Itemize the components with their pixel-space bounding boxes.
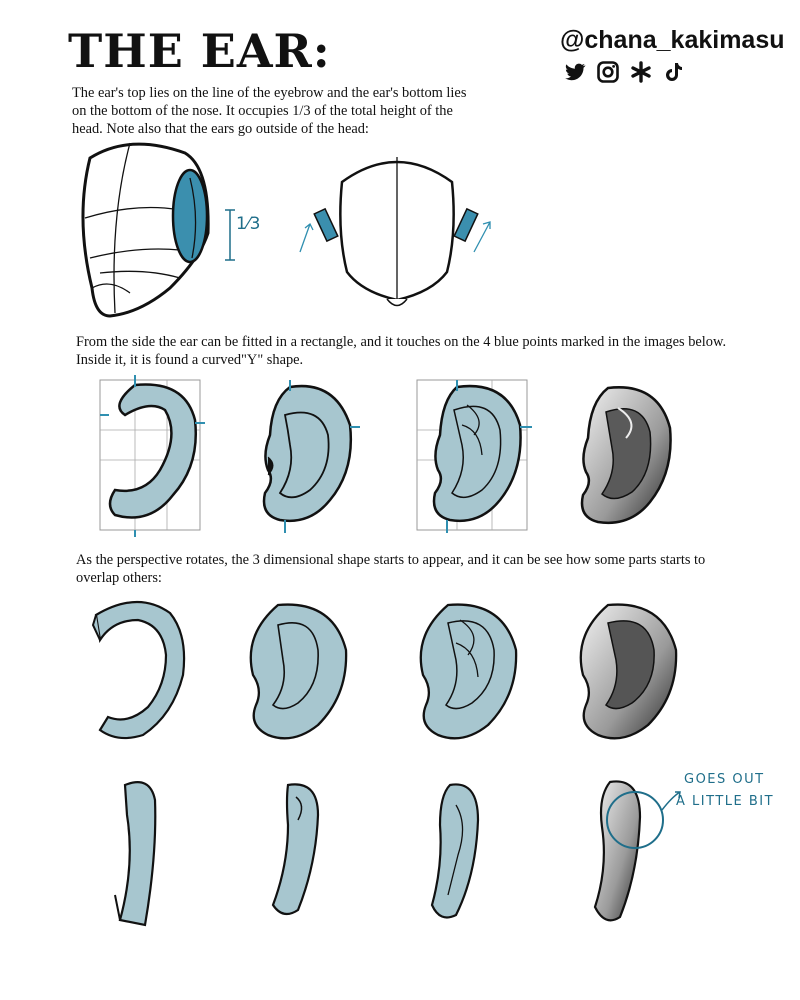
tiktok-icon[interactable] bbox=[662, 60, 686, 84]
ear-side-rect-1 bbox=[99, 375, 205, 537]
twitter-icon[interactable] bbox=[563, 60, 587, 84]
ear-persp-1 bbox=[91, 600, 186, 740]
ear-edge-2 bbox=[271, 783, 320, 916]
page-title: THE EAR: bbox=[68, 24, 331, 78]
annotation-note-line2: A LITTLE BIT bbox=[676, 794, 775, 809]
annotation-note-line1: GOES OUT bbox=[684, 772, 765, 787]
social-icons bbox=[563, 60, 686, 84]
linktree-icon[interactable] bbox=[629, 60, 653, 84]
right-ear-mark bbox=[453, 207, 479, 243]
ear-side-shaded bbox=[580, 386, 672, 525]
author-handle[interactable]: @chana_kakimasu bbox=[560, 26, 785, 54]
ear-edge-3 bbox=[430, 783, 480, 919]
ear-edge-shaded bbox=[593, 780, 681, 922]
ear-persp-2 bbox=[249, 603, 348, 740]
instagram-icon[interactable] bbox=[596, 60, 620, 84]
ear-persp-3 bbox=[419, 603, 518, 740]
ear-edge-1 bbox=[114, 781, 157, 927]
goes-out-circle bbox=[606, 791, 664, 849]
ear-side-rect-3 bbox=[416, 379, 532, 533]
head-front-drawing bbox=[299, 157, 491, 307]
ear-side-rect-2 bbox=[262, 380, 360, 533]
one-third-label: 1⁄3 bbox=[236, 214, 261, 234]
perspective-paragraph: As the perspective rotates, the 3 dimens… bbox=[76, 552, 706, 586]
intro-paragraph: The ear's top lies on the line of the ey… bbox=[72, 85, 467, 137]
side-view-paragraph: From the side the ear can be fitted in a… bbox=[76, 334, 727, 368]
left-ear-mark bbox=[313, 207, 339, 243]
head-side-drawing bbox=[81, 142, 235, 318]
ear-highlight bbox=[171, 168, 209, 264]
ear-persp-shaded bbox=[579, 603, 678, 740]
